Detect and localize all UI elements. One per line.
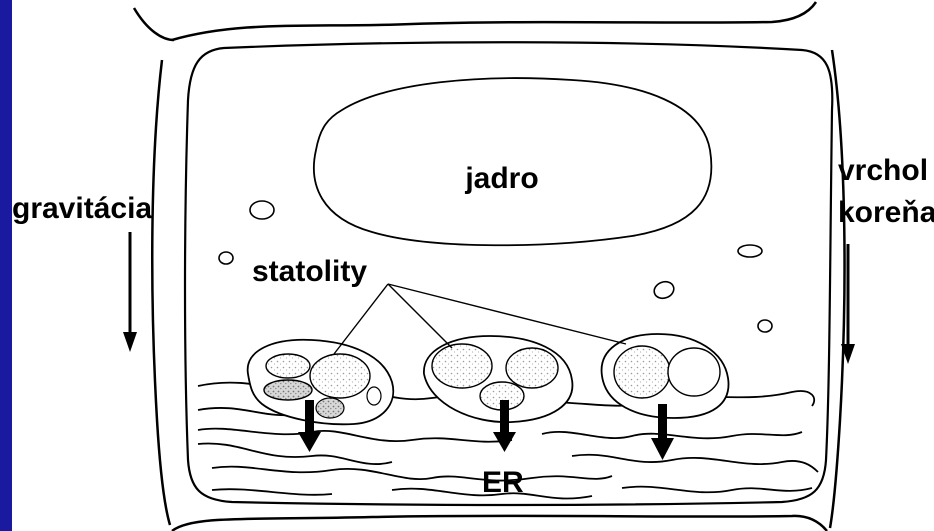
root-tip-label-line1: vrchol — [838, 154, 928, 187]
slide-panel: jadro — [12, 0, 934, 531]
sedimentation-arrows — [298, 400, 674, 460]
gravity-arrow — [123, 232, 137, 352]
cell-membrane — [183, 41, 834, 507]
nucleus — [312, 77, 713, 247]
statoliths-label: statolity — [252, 255, 367, 288]
plant-cell-gravitropism-diagram: jadro — [12, 1, 934, 531]
er-label: ER — [482, 466, 524, 499]
nucleus-label: jadro — [464, 162, 538, 195]
cell-wall-outer — [132, 1, 846, 531]
root-tip-arrow — [841, 244, 855, 364]
amyloplast-middle — [423, 335, 574, 423]
amyloplast-left — [246, 338, 395, 426]
statoliths-leader-lines — [333, 283, 627, 355]
root-tip-label-line2: koreňa — [838, 196, 934, 229]
gravity-label: gravitácia — [12, 192, 152, 225]
amyloplast-right — [600, 333, 730, 419]
